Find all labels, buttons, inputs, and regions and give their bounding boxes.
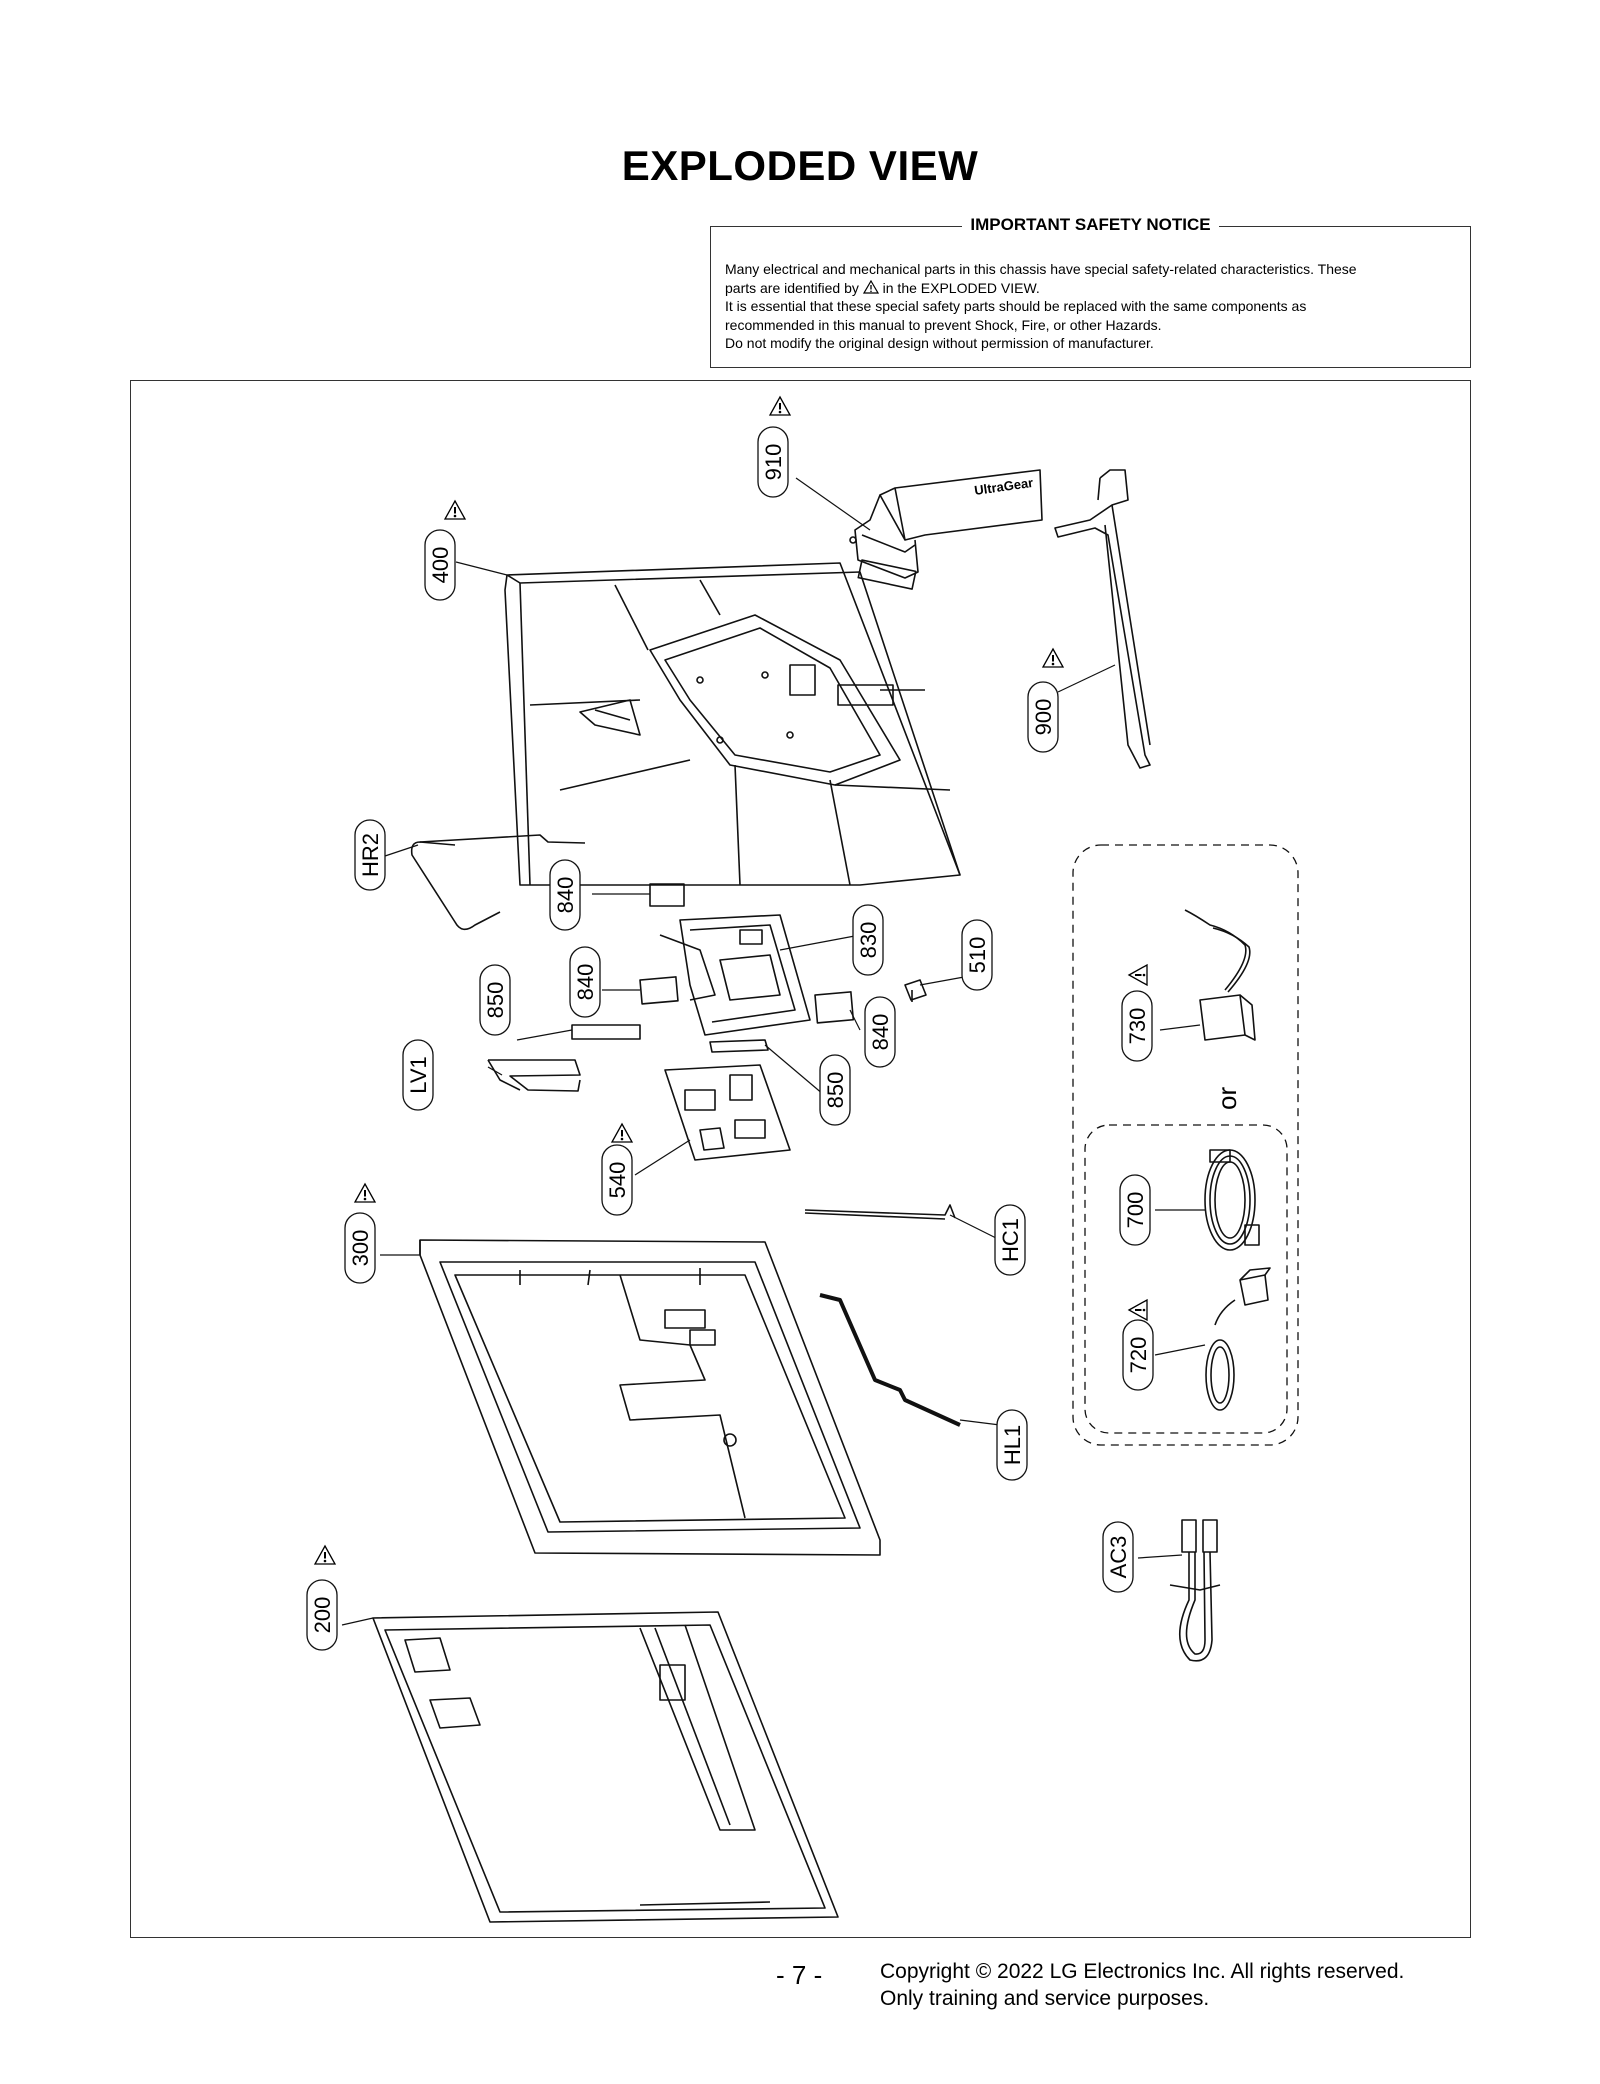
stand-base-part-900 bbox=[1054, 469, 1151, 769]
cable-part-AC3 bbox=[1169, 1519, 1221, 1662]
part-label-300-text: 300 bbox=[348, 1230, 373, 1267]
part-label-lv1-text: LV1 bbox=[406, 1056, 431, 1094]
part-label-hc1: HC1 bbox=[994, 1204, 1026, 1276]
part-label-840: 840 bbox=[549, 859, 581, 931]
insulator-part-850-bottom bbox=[709, 1039, 769, 1053]
warning-triangle-icon bbox=[862, 279, 879, 294]
part-label-730-text: 730 bbox=[1125, 1008, 1150, 1045]
safety-warning-icon bbox=[611, 1123, 633, 1143]
part-label-hc1-text: HC1 bbox=[998, 1218, 1023, 1262]
part-label-840-text: 840 bbox=[868, 1014, 893, 1051]
exploded-view-frame bbox=[130, 380, 1471, 1938]
safety-warning-icon bbox=[769, 396, 791, 416]
part-label-hr2-text: HR2 bbox=[358, 833, 383, 877]
main-board-part-540 bbox=[664, 1064, 791, 1161]
part-label-510: 510 bbox=[961, 919, 993, 991]
stand-neck-part-910 bbox=[849, 469, 1043, 590]
part-label-400-text: 400 bbox=[428, 547, 453, 584]
adapter-part-730 bbox=[1184, 909, 1256, 1041]
safety-warning-icon bbox=[354, 1183, 376, 1203]
middle-frame-part-300 bbox=[419, 1239, 881, 1556]
part-label-840-text: 840 bbox=[573, 964, 598, 1001]
part-label-900: 900 bbox=[1027, 681, 1059, 753]
leader-lines bbox=[341, 477, 1206, 1626]
wire-part-HC1 bbox=[804, 1204, 956, 1220]
safety-notice-text: Many electrical and mechanical parts in … bbox=[725, 260, 1456, 353]
part-label-720-text: 720 bbox=[1126, 1337, 1151, 1374]
part-label-840-text: 840 bbox=[553, 877, 578, 914]
part-label-910-text: 910 bbox=[761, 444, 786, 481]
safety-warning-icon bbox=[444, 500, 466, 520]
part-label-300: 300 bbox=[344, 1212, 376, 1284]
part-label-900-text: 900 bbox=[1031, 699, 1056, 736]
pad-part-840-mid bbox=[639, 976, 679, 1005]
part-label-850: 850 bbox=[479, 964, 511, 1036]
notice-line-1: Many electrical and mechanical parts in … bbox=[725, 261, 1357, 277]
safety-warning-icon bbox=[314, 1545, 336, 1565]
part-label-850: 850 bbox=[819, 1054, 851, 1126]
insulator-part-850-left bbox=[571, 1024, 641, 1040]
cable-part-LV1 bbox=[487, 1059, 581, 1092]
safety-notice-box: IMPORTANT SAFETY NOTICE Many electrical … bbox=[710, 215, 1471, 368]
part-label-540: 540 bbox=[601, 1144, 633, 1216]
part-label-hl1: HL1 bbox=[996, 1409, 1028, 1481]
button-part-510 bbox=[904, 979, 927, 1002]
part-label-850-text: 850 bbox=[823, 1072, 848, 1109]
copyright: Copyright © 2022 LG Electronics Inc. All… bbox=[880, 1960, 1405, 2010]
part-label-700: 700 bbox=[1119, 1174, 1151, 1246]
part-label-720: 720 bbox=[1122, 1319, 1154, 1391]
or-label: or bbox=[1212, 1087, 1242, 1110]
notice-line-4: recommended in this manual to prevent Sh… bbox=[725, 316, 1162, 333]
accessory-group-box bbox=[1072, 844, 1299, 1446]
page-title: EXPLODED VIEW bbox=[621, 142, 979, 189]
pad-part-840-top bbox=[649, 883, 685, 907]
alternate-cable-group-box bbox=[1084, 1124, 1288, 1434]
part-label-hr2: HR2 bbox=[354, 819, 386, 891]
part-label-ac3-text: AC3 bbox=[1106, 1536, 1131, 1579]
wire-bracket-part-HR2 bbox=[410, 834, 586, 931]
part-label-910: 910 bbox=[757, 426, 789, 498]
part-label-400: 400 bbox=[424, 529, 456, 601]
rear-panel-part-200 bbox=[372, 1611, 839, 1923]
part-label-730: 730 bbox=[1121, 990, 1153, 1062]
safety-warning-icon bbox=[1128, 964, 1148, 986]
cable-coil-part-700 bbox=[1204, 1149, 1260, 1251]
pad-part-840-right bbox=[814, 991, 855, 1024]
adapter-part-720 bbox=[1205, 1267, 1271, 1411]
part-label-hl1-text: HL1 bbox=[1000, 1425, 1025, 1465]
part-label-510-text: 510 bbox=[965, 937, 990, 974]
notice-line-2: parts are identified by in the EXPLODED … bbox=[725, 279, 1040, 296]
part-label-200-text: 200 bbox=[310, 1597, 335, 1634]
part-label-840: 840 bbox=[569, 946, 601, 1018]
back-cover-part-400 bbox=[504, 562, 961, 886]
cable-part-HL1 bbox=[819, 1293, 961, 1427]
page-number: - 7 - bbox=[776, 1960, 823, 1990]
shield-bracket-part-830 bbox=[659, 914, 811, 1036]
part-label-840: 840 bbox=[864, 996, 896, 1068]
part-label-830: 830 bbox=[852, 904, 884, 976]
part-label-lv1: LV1 bbox=[402, 1039, 434, 1111]
safety-warning-icon bbox=[1042, 648, 1064, 668]
part-label-200: 200 bbox=[306, 1579, 338, 1651]
stand-brand-text: UltraGear bbox=[973, 475, 1034, 498]
safety-warning-icon bbox=[1128, 1299, 1148, 1321]
safety-notice-heading: IMPORTANT SAFETY NOTICE bbox=[962, 215, 1219, 234]
part-label-540-text: 540 bbox=[605, 1162, 630, 1199]
notice-line-3: It is essential that these special safet… bbox=[725, 298, 1307, 314]
part-label-700-text: 700 bbox=[1123, 1192, 1148, 1229]
part-label-850-text: 850 bbox=[483, 982, 508, 1019]
notice-line-5: Do not modify the original design withou… bbox=[725, 335, 1154, 351]
part-label-830-text: 830 bbox=[856, 922, 881, 959]
part-label-ac3: AC3 bbox=[1102, 1521, 1134, 1593]
